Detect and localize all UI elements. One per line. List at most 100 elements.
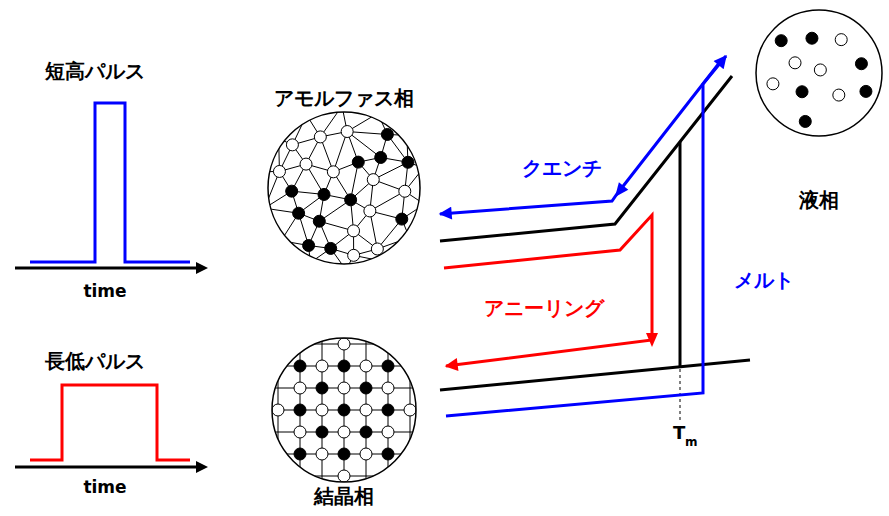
phase-label: 結晶相 [262, 484, 426, 508]
atom-dot [382, 426, 394, 438]
atom-dot [341, 126, 353, 138]
atom-dot [338, 404, 350, 416]
atom-dot [382, 382, 394, 394]
temperature-subscript: m [685, 436, 698, 450]
phase-illustration [262, 336, 426, 484]
atom-dot [338, 338, 350, 350]
atom-pattern [264, 110, 425, 266]
atom-dot [318, 188, 330, 200]
node-text-box: 液相 [752, 188, 886, 212]
time-axis [15, 466, 198, 469]
phase-circle-outline [272, 338, 416, 482]
atom-dot [286, 185, 298, 197]
melting-transition-line [679, 142, 682, 367]
atom-dot [316, 360, 328, 372]
atom-dot [381, 128, 393, 140]
time-axis [15, 267, 198, 270]
transition-arrow [444, 215, 652, 366]
atom-dot [338, 360, 350, 372]
atom-dot [855, 58, 867, 70]
atom-dot [367, 174, 379, 186]
phase-label-span: 結晶相 [314, 484, 374, 508]
atom-dot [314, 131, 326, 143]
atom-dot [294, 382, 306, 394]
pulse-title: 長低パルス [45, 350, 145, 373]
atom-dot [799, 115, 811, 127]
atom-dot [360, 448, 372, 460]
atom-dot [303, 240, 315, 252]
atom-dot [338, 470, 350, 482]
atom-dot [316, 404, 328, 416]
transition-arrow [440, 62, 720, 214]
atom-dot [382, 404, 394, 416]
atom-dot [382, 360, 394, 372]
phase-circle-ground [272, 338, 416, 482]
phase-illustration [262, 110, 426, 266]
atom-dot [325, 242, 337, 254]
atom-dot [348, 225, 360, 237]
atom-dot [338, 448, 350, 460]
pulse-title: 短高パルス [45, 60, 145, 83]
axis-arrowhead [196, 262, 208, 274]
transition-arrow [446, 56, 726, 416]
node-text-box: 結晶相 [262, 484, 426, 508]
phase-label: 液相 [752, 188, 886, 212]
phase-label: アモルファス相 [262, 86, 426, 110]
long-low-pulse [30, 385, 190, 460]
atom-pattern [767, 32, 872, 127]
process-label: クエンチ [520, 156, 604, 180]
atom-dot [352, 156, 364, 168]
atom-dot [294, 426, 306, 438]
phase-circle-outline [756, 10, 882, 136]
atom-dot [775, 35, 787, 47]
short-high-pulse [30, 103, 190, 262]
bond-network [264, 110, 425, 266]
atom-dot [316, 448, 328, 460]
atom-dot [360, 404, 372, 416]
atom-dot [796, 86, 808, 98]
atom-pattern [262, 336, 426, 484]
atom-dot [364, 205, 376, 217]
atom-dot [399, 185, 411, 197]
atom-dot [316, 426, 328, 438]
atom-dot [806, 32, 818, 44]
atom-dot [316, 382, 328, 394]
atom-dot [382, 448, 394, 460]
phase-node: アモルファス相 [262, 86, 426, 266]
atom-dot [789, 57, 801, 69]
atom-dot [360, 360, 372, 372]
atom-dot [833, 89, 845, 101]
atom-dot [371, 243, 383, 255]
atom-dot [348, 249, 360, 261]
temperature-symbol: T [673, 423, 685, 444]
atom-dot [767, 78, 779, 90]
atom-dot [360, 426, 372, 438]
atom-dot [338, 426, 350, 438]
axis-label: time [83, 478, 126, 498]
atom-dot [338, 382, 350, 394]
phase-node: 結晶相 [262, 336, 426, 508]
atom-dot [860, 85, 872, 97]
atom-dot [360, 382, 372, 394]
atom-dot [327, 166, 339, 178]
atom-dot [396, 213, 408, 225]
atom-dot [294, 448, 306, 460]
atom-dot [293, 207, 305, 219]
atom-dot [286, 139, 298, 151]
process-label: メルト [732, 268, 796, 292]
atom-dot [294, 360, 306, 372]
atom-dot [273, 165, 285, 177]
phase-label-span: 液相 [799, 188, 839, 212]
process-label: アニーリング [482, 296, 606, 320]
atom-dot [345, 194, 357, 206]
atom-dot [375, 151, 387, 163]
phase-label-span: アモルファス相 [274, 86, 414, 110]
phase-node: 液相 [752, 8, 886, 212]
atom-dot [313, 215, 325, 227]
node-text-box: アモルファス相 [262, 86, 426, 110]
axis-label: time [83, 282, 126, 302]
atom-dot [272, 404, 284, 416]
phase-circle-outline [268, 112, 420, 264]
phase-illustration [752, 8, 886, 138]
atom-dot [300, 158, 312, 170]
